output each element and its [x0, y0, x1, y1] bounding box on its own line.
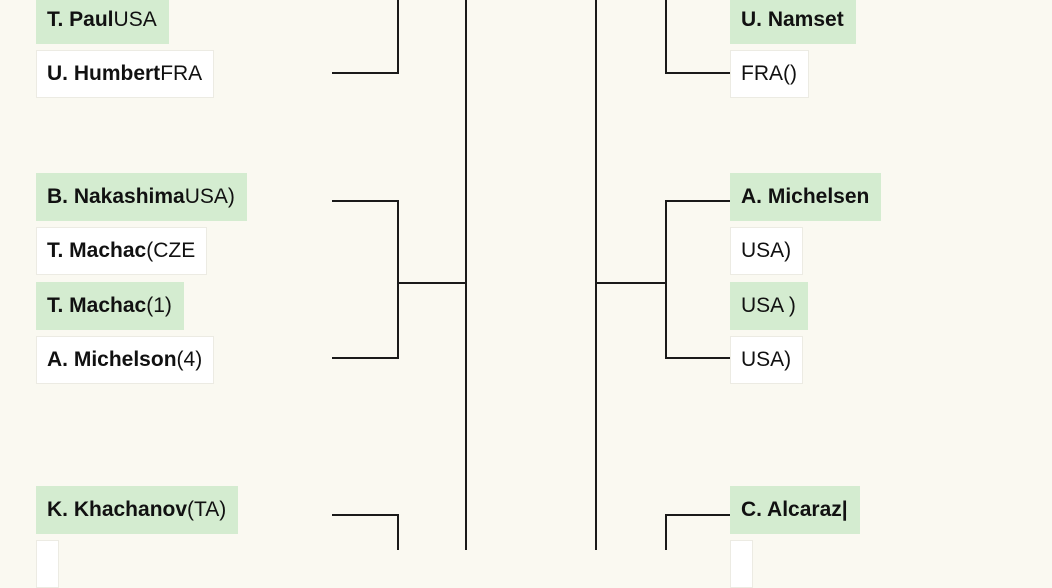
player-seed: (4) — [176, 348, 203, 371]
player-name: B. Nakashima — [47, 185, 185, 208]
player-country: FRA — [160, 62, 203, 85]
left-slot-4[interactable]: T. Machac (CZE — [36, 227, 208, 275]
player-name: T. Machac — [47, 294, 147, 317]
right-slot-3[interactable]: A. Michelsen — [730, 173, 882, 221]
right-slot-1[interactable]: U. Namset — [730, 0, 856, 44]
player-country: USA) — [184, 185, 235, 208]
left-slot-3[interactable]: B. Nakashima USA) — [36, 173, 247, 221]
player-country: USA) — [741, 348, 792, 371]
player-name: C. Alcaraz| — [741, 498, 848, 521]
tournament-bracket: T. Paul USA U. Humbert FRA B. Nakashima … — [36, 0, 882, 588]
player-name: U. Namset — [741, 8, 844, 31]
player-name: A. Michelsen — [741, 185, 870, 208]
right-slot-5[interactable]: USA ) — [730, 282, 808, 330]
player-country: (TA) — [187, 498, 227, 521]
right-slot-2[interactable]: FRA() — [730, 50, 809, 98]
left-slot-8[interactable] — [36, 540, 59, 588]
left-slot-6[interactable]: A. Michelson (4) — [36, 336, 215, 384]
right-slot-7[interactable]: C. Alcaraz| — [730, 486, 860, 534]
player-name: U. Humbert — [47, 62, 161, 85]
left-slot-5[interactable]: T. Machac (1) — [36, 282, 184, 330]
right-slot-8[interactable] — [730, 540, 753, 588]
player-country: USA) — [741, 239, 792, 262]
player-seed: (1) — [146, 294, 172, 317]
player-name: T. Machac — [47, 239, 147, 262]
player-name: T. Paul — [47, 8, 114, 31]
right-slot-4[interactable]: USA) — [730, 227, 804, 275]
left-slot-2[interactable]: U. Humbert FRA — [36, 50, 215, 98]
left-slot-7[interactable]: K. Khachanov (TA) — [36, 486, 239, 534]
left-slot-1[interactable]: T. Paul USA — [36, 0, 169, 44]
player-name: K. Khachanov — [47, 498, 188, 521]
player-country: FRA() — [741, 62, 797, 85]
player-country: USA ) — [741, 294, 796, 317]
player-country: (CZE — [146, 239, 196, 262]
right-slot-6[interactable]: USA) — [730, 336, 804, 384]
player-country: USA — [113, 8, 157, 31]
player-name: A. Michelson — [47, 348, 177, 371]
